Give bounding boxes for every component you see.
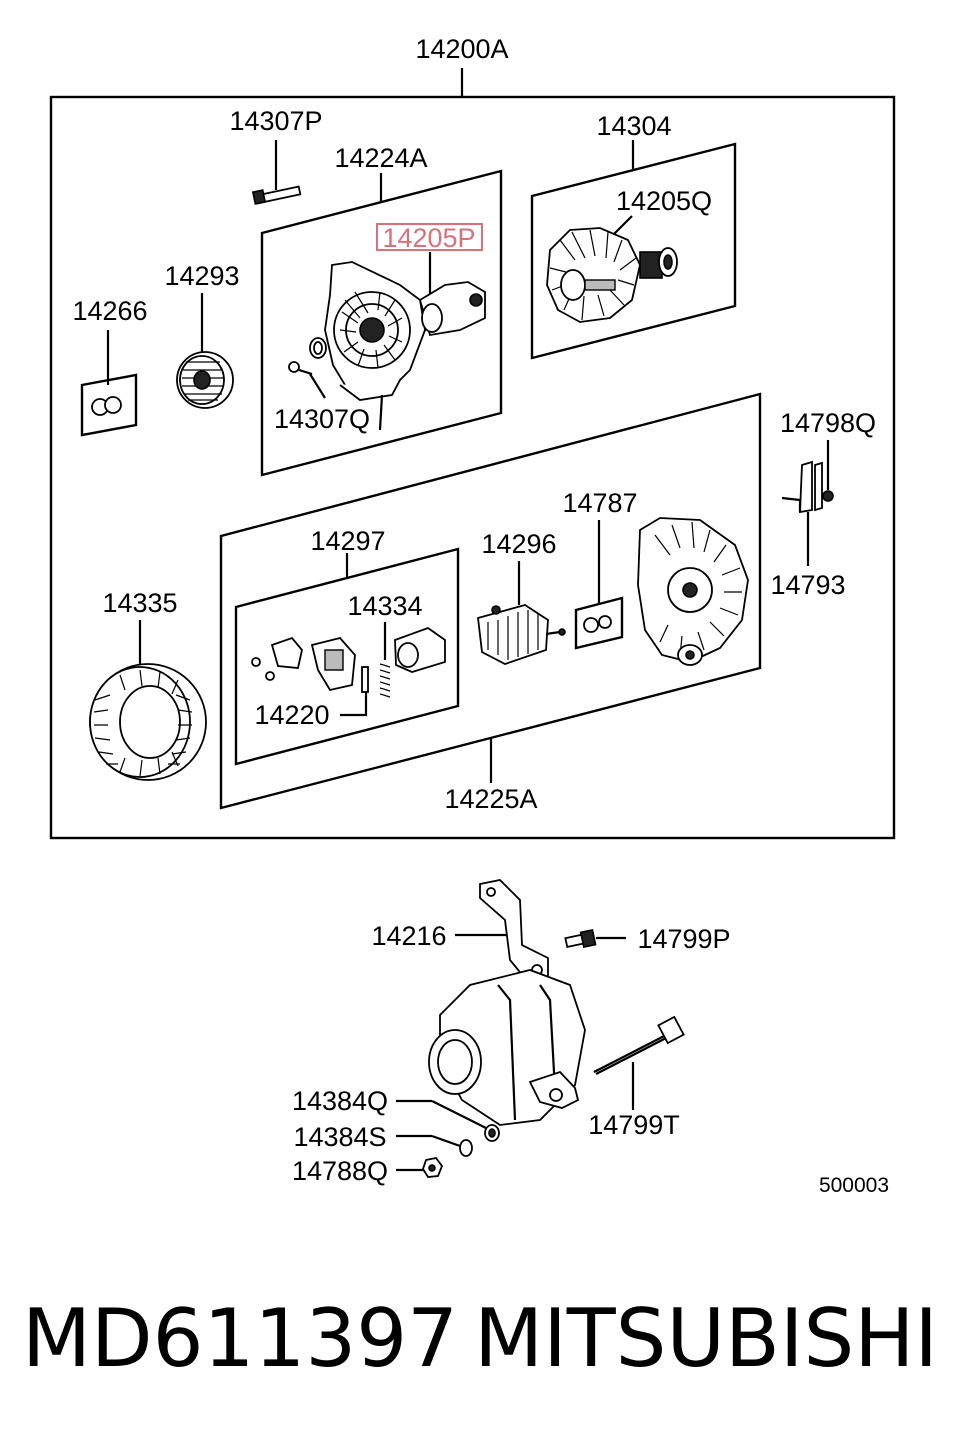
label-14304: 14304 xyxy=(596,111,671,141)
label-14798q: 14798Q xyxy=(780,408,876,438)
label-14334: 14334 xyxy=(347,591,422,621)
rear-bracket-frame xyxy=(219,392,762,810)
label-14224a: 14224A xyxy=(334,143,427,173)
front-bracket-icon xyxy=(324,261,486,431)
alternator-installed-icon xyxy=(428,969,586,1126)
regulator-frame xyxy=(234,547,460,766)
pulley-icon xyxy=(176,351,234,409)
label-14335: 14335 xyxy=(102,588,177,618)
rotor-icon xyxy=(546,227,678,323)
rear-housing-icon xyxy=(637,517,749,666)
label-14293: 14293 xyxy=(164,261,239,291)
nut-14266-icon xyxy=(80,373,138,437)
label-14225a: 14225A xyxy=(444,784,537,814)
nut-14788q-icon xyxy=(422,1157,444,1178)
highlight-box xyxy=(376,223,483,251)
label-14787: 14787 xyxy=(562,488,637,518)
label-14205q: 14205Q xyxy=(616,186,712,216)
label-14384s: 14384S xyxy=(293,1122,386,1152)
label-14296: 14296 xyxy=(481,529,556,559)
label-14297: 14297 xyxy=(310,526,385,556)
label-14205p: 14205P xyxy=(382,223,475,253)
regulator-icon xyxy=(251,626,446,692)
front-bracket-frame xyxy=(260,169,503,477)
brace-icon xyxy=(479,879,549,983)
washer-14384q-icon xyxy=(484,1124,500,1142)
footer-brand: MITSUBISHI xyxy=(474,1292,938,1385)
label-14307q: 14307Q xyxy=(274,404,370,434)
label-14384q: 14384Q xyxy=(292,1086,388,1116)
seal-ring-icon xyxy=(309,337,327,359)
rotor-frame xyxy=(530,142,737,360)
washer-14384s-icon xyxy=(459,1139,473,1157)
bolt-14799p-icon xyxy=(564,928,597,949)
label-14220: 14220 xyxy=(254,700,329,730)
screw-14307q-icon xyxy=(288,361,313,376)
label-14307p: 14307P xyxy=(229,106,322,136)
assembly-frame xyxy=(49,95,896,840)
label-14216: 14216 xyxy=(371,921,446,951)
rectifier-icon xyxy=(477,604,566,665)
footer-part-number: MD611397 xyxy=(22,1292,458,1385)
bolt-14799t-icon xyxy=(593,1015,685,1075)
label-14200a: 14200A xyxy=(415,34,508,64)
terminal-14793-icon xyxy=(781,460,834,514)
label-14799p: 14799P xyxy=(637,924,730,954)
insulator-14787-icon xyxy=(574,596,624,650)
label-14799t: 14799T xyxy=(588,1110,680,1140)
bolt-14307p-icon xyxy=(251,185,302,205)
diagram-code: 500003 xyxy=(819,1174,889,1197)
stator-icon xyxy=(89,663,207,781)
label-14266: 14266 xyxy=(72,296,147,326)
label-14793: 14793 xyxy=(770,570,845,600)
label-14788q: 14788Q xyxy=(292,1156,388,1186)
